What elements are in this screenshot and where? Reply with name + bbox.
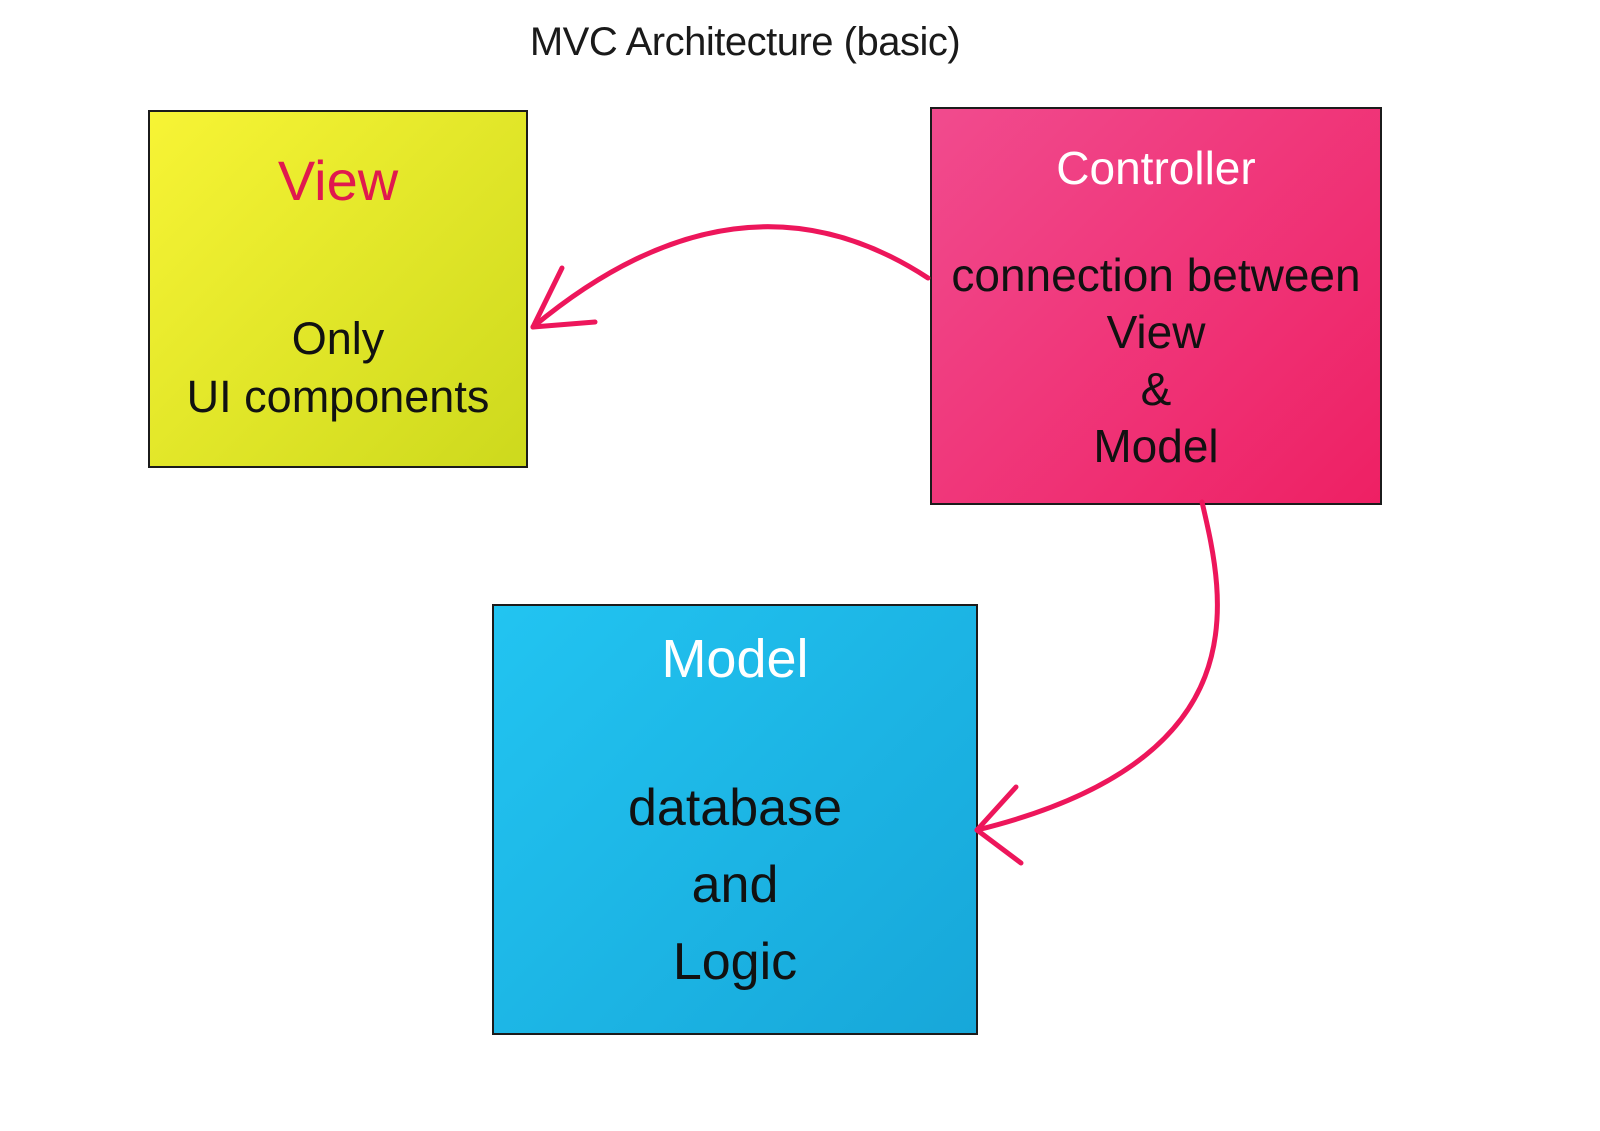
controller-body-line: &	[1140, 363, 1172, 415]
arrow-controller-to-model-icon	[974, 499, 1220, 866]
controller-box-body: connection between View & Model	[932, 247, 1380, 475]
controller-body-line: connection between	[951, 249, 1361, 301]
model-box-title: Model	[661, 629, 809, 689]
model-body-line: database	[628, 779, 842, 837]
view-box-body: Only UI components	[150, 310, 526, 426]
controller-body-line: View	[1106, 306, 1206, 358]
diagram-title: MVC Architecture (basic)	[529, 20, 961, 64]
model-body-line: Logic	[672, 933, 798, 991]
view-body-line: Only	[291, 313, 385, 364]
model-body-line: and	[691, 856, 779, 914]
model-box-body: database and Logic	[494, 770, 976, 1001]
view-box: View Only UI components	[148, 110, 528, 468]
view-box-title: View	[277, 149, 399, 212]
view-body-line: UI components	[186, 371, 490, 422]
controller-box: Controller connection between View & Mod…	[930, 107, 1382, 505]
model-box: Model database and Logic	[492, 604, 978, 1035]
controller-body-line: Model	[1093, 420, 1219, 472]
arrow-controller-to-view-icon	[530, 224, 931, 330]
controller-box-title: Controller	[1056, 142, 1256, 194]
